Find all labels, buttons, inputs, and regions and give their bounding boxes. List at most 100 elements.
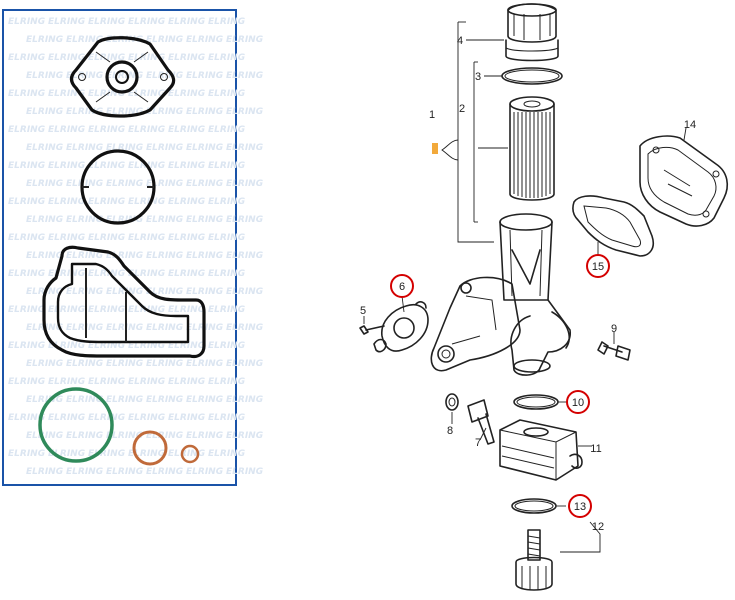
watermark-text: ELRING — [226, 251, 263, 261]
callout-label-15: 15 — [592, 261, 604, 273]
watermark-text: ELRING — [186, 359, 223, 369]
callout-label-14: 14 — [684, 119, 696, 131]
watermark-text: ELRING — [26, 143, 63, 153]
watermark-text: ELRING — [66, 251, 103, 261]
watermark-text: ELRING — [168, 305, 205, 315]
callout-label-9: 9 — [611, 323, 617, 335]
kit-o-ring-medium — [132, 430, 168, 466]
watermark-text: ELRING — [88, 197, 125, 207]
watermark-text: ELRING — [66, 323, 103, 333]
watermark-text: ELRING — [88, 377, 125, 387]
watermark-text: ELRING — [208, 17, 245, 27]
part-plug-7 — [467, 399, 495, 445]
watermark-text: ELRING — [26, 71, 63, 81]
watermark-text: ELRING — [208, 125, 245, 135]
watermark-text: ELRING — [146, 179, 183, 189]
watermark-text: ELRING — [146, 395, 183, 405]
watermark-text: ELRING — [168, 449, 205, 459]
watermark-text: ELRING — [146, 323, 183, 333]
watermark-text: ELRING — [66, 287, 103, 297]
watermark-text: ELRING — [48, 305, 85, 315]
watermark-text: ELRING — [186, 395, 223, 405]
watermark-text: ELRING — [208, 197, 245, 207]
watermark-text: ELRING — [48, 233, 85, 243]
watermark-text: ELRING — [8, 377, 45, 387]
watermark-text: ELRING — [8, 233, 45, 243]
watermark-text: ELRING — [88, 17, 125, 27]
callout-label-2: 2 — [459, 103, 465, 115]
part-screw-5 — [359, 316, 385, 335]
watermark-text: ELRING — [226, 467, 263, 477]
watermark-text: ELRING — [106, 287, 143, 297]
watermark-text: ELRING — [48, 17, 85, 27]
watermark-text: ELRING — [26, 179, 63, 189]
watermark-text: ELRING — [66, 215, 103, 225]
watermark-text: ELRING — [226, 143, 263, 153]
watermark-text: ELRING — [66, 143, 103, 153]
watermark-text: ELRING — [8, 89, 45, 99]
watermark-text: ELRING — [8, 305, 45, 315]
watermark-text: ELRING — [208, 305, 245, 315]
watermark-text: ELRING — [88, 269, 125, 279]
watermark-text: ELRING — [168, 341, 205, 351]
watermark-text: ELRING — [26, 395, 63, 405]
callout-label-10: 10 — [572, 397, 584, 409]
watermark-text: ELRING — [66, 179, 103, 189]
watermark-text: ELRING — [226, 107, 263, 117]
watermark-text: ELRING — [186, 431, 223, 441]
watermark-text: ELRING — [146, 431, 183, 441]
watermark-text: ELRING — [128, 53, 165, 63]
watermark-text: ELRING — [168, 89, 205, 99]
watermark-text: ELRING — [8, 161, 45, 171]
part-flange-6 — [373, 295, 429, 353]
bracket-marker — [432, 143, 438, 154]
watermark-text: ELRING — [168, 197, 205, 207]
callout-label-4: 4 — [457, 35, 463, 47]
callout-label-11: 11 — [590, 443, 601, 455]
watermark-text: ELRING — [88, 413, 125, 423]
watermark-text: ELRING — [88, 449, 125, 459]
watermark-text: ELRING — [26, 215, 63, 225]
watermark-text: ELRING — [66, 35, 103, 45]
highlight-circle-10 — [566, 390, 590, 414]
watermark-text: ELRING — [48, 89, 85, 99]
watermark-text: ELRING — [106, 107, 143, 117]
group-bracket — [432, 21, 494, 243]
watermark-text: ELRING — [66, 71, 103, 81]
watermark-text: ELRING — [8, 449, 45, 459]
part-cover-14 — [639, 127, 729, 227]
part-filter-element — [478, 96, 555, 201]
watermark-text: ELRING — [8, 53, 45, 63]
watermark-text: ELRING — [128, 125, 165, 135]
watermark-text: ELRING — [106, 251, 143, 261]
watermark-text: ELRING — [128, 413, 165, 423]
watermark-text: ELRING — [88, 53, 125, 63]
watermark-text: ELRING — [168, 233, 205, 243]
callout-label-6: 6 — [399, 281, 405, 293]
watermark-text: ELRING — [208, 233, 245, 243]
watermark-text: ELRING — [8, 125, 45, 135]
watermark-text: ELRING — [146, 251, 183, 261]
watermark-text: ELRING — [128, 17, 165, 27]
part-seal-8 — [445, 393, 459, 424]
watermark-text: ELRING — [106, 71, 143, 81]
part-oil-cooler-11 — [499, 419, 592, 481]
watermark-text: ELRING — [26, 251, 63, 261]
watermark-text: ELRING — [128, 377, 165, 387]
watermark-text: ELRING — [66, 107, 103, 117]
watermark-text: ELRING — [168, 53, 205, 63]
watermark-text: ELRING — [66, 431, 103, 441]
watermark-text: ELRING — [48, 197, 85, 207]
watermark-text: ELRING — [226, 287, 263, 297]
watermark-text: ELRING — [26, 359, 63, 369]
watermark-text: ELRING — [8, 341, 45, 351]
watermark-text: ELRING — [48, 161, 85, 171]
watermark-text: ELRING — [106, 143, 143, 153]
watermark-text: ELRING — [88, 233, 125, 243]
watermark-text: ELRING — [48, 269, 85, 279]
watermark-text: ELRING — [226, 71, 263, 81]
watermark-text: ELRING — [226, 323, 263, 333]
